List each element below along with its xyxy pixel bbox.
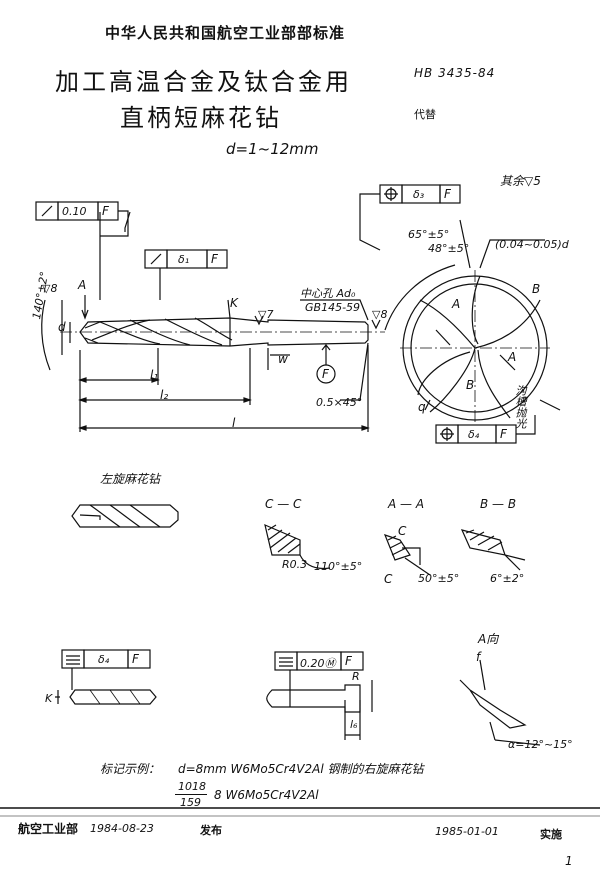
left-hand-drill-sketch xyxy=(71,504,179,528)
title-line-2: 直柄短麻花钻 xyxy=(120,104,282,132)
k-dimension: K xyxy=(45,692,53,705)
page-number: 1 xyxy=(565,854,573,868)
alpha-angle: α=12°~15° xyxy=(508,738,573,751)
angle-48: 48°±5° xyxy=(428,242,470,255)
section-mark-c-1: C xyxy=(398,524,407,538)
datum-f-box-1: F xyxy=(102,204,109,218)
replaces-label: 代替 xyxy=(414,108,436,121)
center-hole-label: 中心孔 Ad₀ xyxy=(300,287,356,300)
delta3-label: δ₃ xyxy=(413,188,425,201)
datum-f-box-2: F xyxy=(211,252,218,266)
example-line-1: d=8mm W6Mo5Cr4V2Al 钢制的右旋麻花钻 xyxy=(178,762,424,776)
tolerance-value-1: 0.10 xyxy=(62,205,87,218)
d-dimension: d xyxy=(58,320,66,334)
issuing-organization: 中华人民共和国航空工业部部标准 xyxy=(105,24,346,42)
radius-r03: R0.3 xyxy=(282,558,308,571)
f-label: f xyxy=(476,650,481,664)
example-label: 标记示例： xyxy=(100,762,161,776)
delta1-label: δ₁ xyxy=(178,253,190,266)
datum-f-box-5: F xyxy=(132,652,139,666)
roughness-8-a: ▽8 xyxy=(42,282,58,295)
a-view-label: A向 xyxy=(478,632,499,646)
datum-f-circle: F xyxy=(322,367,329,381)
standard-number: HB 3435-84 xyxy=(414,66,496,80)
example-code-bottom: 159 xyxy=(180,796,201,809)
angle-6: 6°±2° xyxy=(490,572,525,585)
example-line-2: 8 W6Mo5Cr4V2Al xyxy=(214,788,319,802)
diameter-range: d=1~12mm xyxy=(226,140,319,158)
footer-issuer: 航空工业部 xyxy=(18,822,79,836)
footer-issue-date: 1984-08-23 xyxy=(90,822,154,835)
footer-implementation-label: 实施 xyxy=(540,828,562,841)
drill-side-view xyxy=(35,201,385,432)
section-views xyxy=(264,523,526,576)
l2-dimension: l₂ xyxy=(160,388,169,402)
drill-end-view xyxy=(359,184,561,444)
section-mark-c-2: C xyxy=(384,572,393,586)
groove-polish-note: 沟槽抛光 xyxy=(514,385,527,429)
angle-110: 110°±5° xyxy=(314,560,363,573)
datum-f-box-3: F xyxy=(444,187,451,201)
roughness-8-b: ▽8 xyxy=(372,308,388,321)
delta4-label: δ₄ xyxy=(468,428,480,441)
footer-issued-label: 发布 xyxy=(200,824,222,837)
section-mark-a-1: A xyxy=(452,297,461,311)
left-hand-drill-label: 左旋麻花钻 xyxy=(100,472,161,486)
l-dimension: l xyxy=(232,416,236,430)
q-dimension: q xyxy=(418,400,426,414)
surface-roughness-rest: 其余▽5 xyxy=(500,174,541,188)
footer-implementation-date: 1985-01-01 xyxy=(435,825,499,838)
title-line-1: 加工高温合金及钛合金用 xyxy=(55,68,352,96)
view-arrow-a: A xyxy=(78,278,87,292)
section-mark-a-2: A xyxy=(508,350,517,364)
section-mark-b-1: B xyxy=(532,282,541,296)
angle-65: 65°±5° xyxy=(408,228,450,241)
gb-standard-label: GB145-59 xyxy=(305,301,361,314)
example-code-top: 1018 xyxy=(178,780,206,793)
w-dimension: w xyxy=(278,352,288,366)
l1-dimension: l₁ xyxy=(150,368,159,382)
section-title-aa: A — A xyxy=(388,497,425,511)
taper-label: (0.04~0.05)d xyxy=(495,238,569,251)
section-mark-k: K xyxy=(230,296,238,310)
delta4-label-bottom: δ₄ xyxy=(98,653,110,666)
section-title-bb: B — B xyxy=(480,497,517,511)
datum-f-box-4: F xyxy=(500,427,507,441)
r-label: R xyxy=(352,670,360,683)
section-title-cc: C — C xyxy=(265,497,302,511)
tolerance-value-020: 0.20Ⓜ xyxy=(300,657,336,670)
l6-dimension: l₆ xyxy=(350,718,358,731)
fraction-bar xyxy=(175,794,207,795)
bottom-detail-views xyxy=(55,649,541,746)
section-mark-b-2: B xyxy=(466,378,475,392)
chamfer-label: 0.5×45° xyxy=(316,396,363,409)
datum-f-box-6: F xyxy=(345,654,352,668)
roughness-7: ▽7 xyxy=(258,308,274,321)
angle-50: 50°±5° xyxy=(418,572,460,585)
